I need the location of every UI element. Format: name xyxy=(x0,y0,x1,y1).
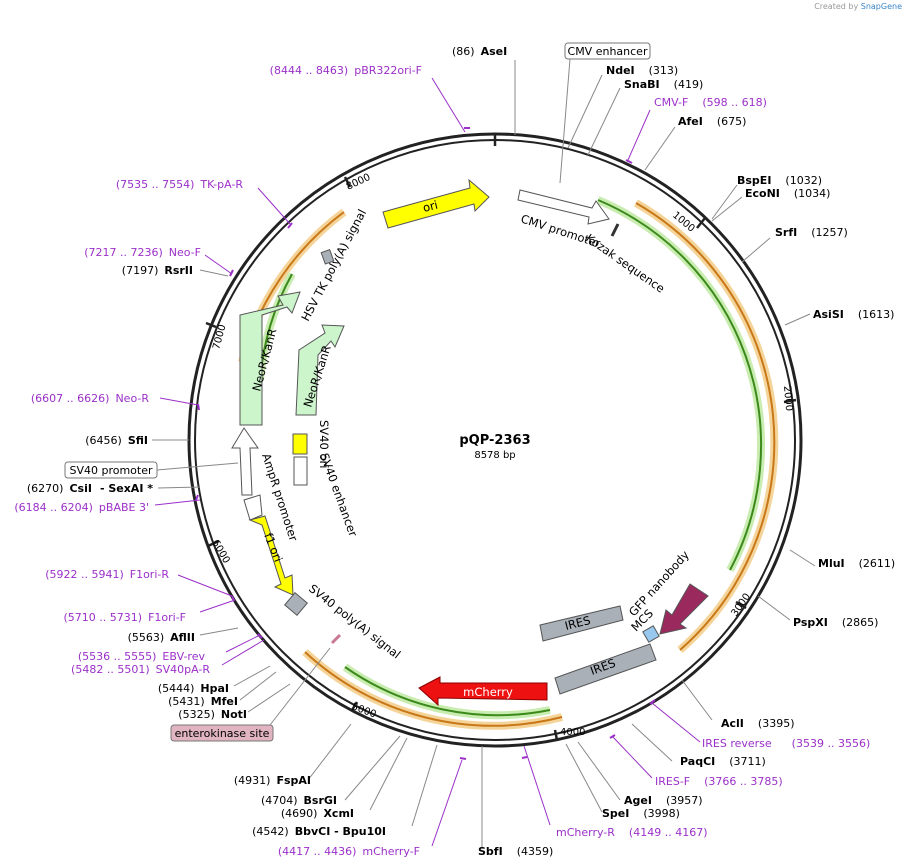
plasmid-name: pQP-2363 xyxy=(459,433,530,448)
site-mlui: MluI(2611) xyxy=(818,557,895,570)
cmv-enhancer-label: CMV enhancer xyxy=(568,45,648,58)
site-sfii: (6456)SfiI xyxy=(85,434,148,447)
primer-tk-pa-r: (7535 .. 7554)TK-pA-R xyxy=(116,178,244,191)
kozak-label: Kozak sequence xyxy=(583,231,667,296)
credit-prefix: Created by xyxy=(814,2,859,11)
site-acli: AclI(3395) xyxy=(721,717,794,730)
site-leaders xyxy=(152,60,816,848)
site-ndei: NdeI(313) xyxy=(606,64,678,77)
mcherry-label: mCherry xyxy=(463,685,513,699)
primer-pbr322ori-f: (8444 .. 8463)pBR322ori-F xyxy=(270,64,422,77)
primer-pbabe-3: (6184 .. 6204)pBABE 3' xyxy=(14,501,149,514)
primer-marks xyxy=(195,127,656,760)
tick-3000: 3000 xyxy=(729,592,753,619)
site-bspei: BspEI(1032) xyxy=(737,174,822,187)
tick-2000: 2000 xyxy=(781,385,794,411)
site-fspai: (4931)FspAI xyxy=(234,774,311,787)
site-paqci: PaqCI(3711) xyxy=(680,755,766,768)
site-agei: AgeI(3957) xyxy=(624,794,703,807)
primer-neo-f: (7217 .. 7236)Neo-F xyxy=(84,246,201,259)
sv40-ori-label: SV40 ori xyxy=(317,420,331,468)
primer-ires-reverse: IRES reverse(3539 .. 3556) xyxy=(702,737,870,750)
site-hpai: (5444)HpaI xyxy=(158,682,229,695)
sv40-enhancer-label: SV40 enhancer xyxy=(317,451,360,538)
site-aflii: (5563)AflII xyxy=(128,631,195,644)
primer-sv40pa-r: (5482 .. 5501)SV40pA-R xyxy=(71,663,210,676)
enterokinase-label: enterokinase site xyxy=(175,727,270,740)
site-bbvci: (4542)BbvCI - Bpu10I xyxy=(252,825,386,838)
enterokinase-callout: enterokinase site xyxy=(170,647,331,742)
site-pspxi: PspXI(2865) xyxy=(793,616,878,629)
site-csii: (6270)CsiI- SexAI * xyxy=(27,482,153,495)
orf-arcs xyxy=(238,196,779,730)
feature-ires-1: IRES xyxy=(539,605,624,642)
orf-green-bottom-core xyxy=(344,666,551,717)
site-sbfi: SbfI(4359) xyxy=(478,845,553,858)
plasmid-size: 8578 bp xyxy=(474,450,515,461)
mcs-box xyxy=(642,625,660,643)
primer-neo-r: (6607 .. 6626)Neo-R xyxy=(31,392,149,405)
site-spei: SpeI(3998) xyxy=(602,807,680,820)
primer-f1ori-r: (5922 .. 5941)F1ori-R xyxy=(45,568,169,581)
primer-mcherry-f: (4417 .. 4436)mCherry-F xyxy=(278,845,420,858)
sv40-polya-mark xyxy=(330,633,342,645)
tick-8000: 8000 xyxy=(345,172,373,193)
feature-ori: ori xyxy=(382,178,490,229)
hsv-tk-box xyxy=(320,249,335,265)
sv40-enhancer-box xyxy=(293,456,308,486)
kozak-mark xyxy=(610,223,620,237)
site-labels: (86)AseI NdeI(313) SnaBI(419) AfeI(675) … xyxy=(452,45,895,858)
site-srfi: SrfI(1257) xyxy=(775,226,848,239)
site-econi: EcoNI(1034) xyxy=(745,187,830,200)
site-xcmi: (4690)XcmI xyxy=(281,807,354,820)
orf-orange-right-core xyxy=(635,202,776,651)
tick-4000: 4000 xyxy=(560,727,585,738)
ring-ticks xyxy=(205,134,797,741)
site-mfei: (5431)MfeI xyxy=(168,695,238,708)
f1-ori-label: f1 ori xyxy=(261,531,285,564)
feature-neor-inner: NeoR/KanR xyxy=(295,324,345,416)
sv40-ori-box xyxy=(292,433,308,455)
orf-green-right-core xyxy=(597,199,763,571)
primer-f1ori-f: (5710 .. 5731)F1ori-F xyxy=(64,611,187,624)
snapgene-credit: Created by SnapGene xyxy=(814,2,902,11)
sv40-polya-box xyxy=(284,592,308,616)
primer-labels: (8444 .. 8463)pBR322ori-F CMV-F(598 .. 6… xyxy=(14,64,870,858)
sv40-promoter-callout: SV40 promoter xyxy=(64,461,239,479)
feature-neor-outer: NeoR/KanR xyxy=(239,291,301,426)
primer-mcherry-r: mCherry-R(4149 .. 4167) xyxy=(556,826,707,839)
feature-ires-2: IRES xyxy=(554,643,657,695)
site-rsrii: (7197)RsrII xyxy=(122,264,193,277)
site-snabi: SnaBI(419) xyxy=(624,78,703,91)
credit-brand: SnapGene xyxy=(860,2,902,11)
sv40-polya-label: SV40 poly(A) signal xyxy=(306,581,403,661)
site-asei: (86)AseI xyxy=(452,45,507,58)
cmv-enhancer-callout: CMV enhancer xyxy=(559,42,651,184)
site-afei: AfeI(675) xyxy=(678,115,746,128)
primer-ires-f: IRES-F(3766 .. 3785) xyxy=(655,775,783,788)
primer-cmv-f: CMV-F(598 .. 618) xyxy=(654,96,767,109)
primer-ebv-rev: (5536 .. 5555)EBV-rev xyxy=(78,650,206,663)
ori-label: ori xyxy=(421,198,439,215)
ires1-label: IRES xyxy=(563,613,592,633)
orf-orange-bottom-core xyxy=(304,651,563,727)
site-asisi: AsiSI(1613) xyxy=(813,308,894,321)
site-labels-left: (4542)BbvCI - Bpu10I (4690)XcmI (4704)Bs… xyxy=(27,264,386,838)
site-bsrgi: (4704)BsrGI xyxy=(261,794,337,807)
sv40-promoter-label: SV40 promoter xyxy=(69,464,153,477)
primer-leaders xyxy=(154,77,701,847)
feature-mcherry: mCherry xyxy=(418,676,548,707)
site-noti: (5325)NotI xyxy=(178,708,247,721)
